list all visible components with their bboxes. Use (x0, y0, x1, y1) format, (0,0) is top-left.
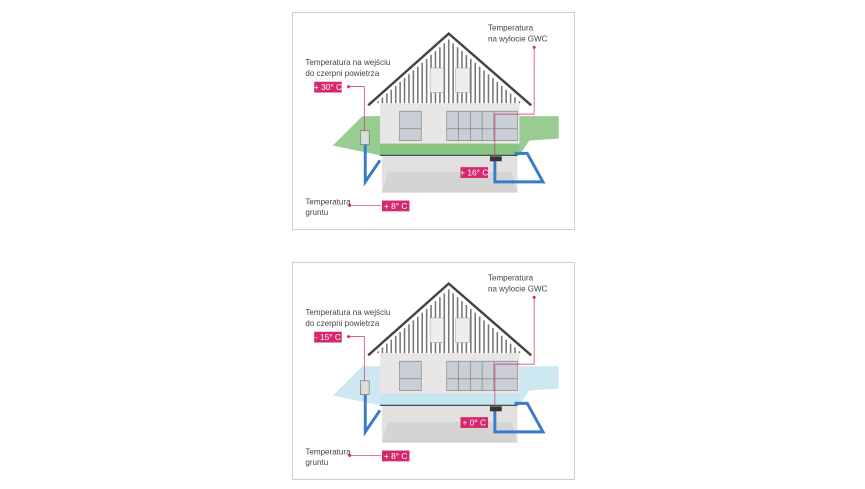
ground-label: Temperatura (305, 447, 351, 456)
gwc-unit (489, 406, 502, 412)
house (367, 31, 532, 156)
ground-temp: + 8° C (384, 201, 407, 211)
inlet-label-2: do czerpni powietrza (305, 319, 379, 328)
air-intake (360, 380, 370, 395)
inlet-temp: - 15° C (315, 332, 341, 342)
ground-pipe (360, 130, 546, 187)
attic-window (429, 67, 445, 93)
ground-temp-badge (381, 450, 410, 462)
inlet-label-2: do czerpni powietrza (305, 69, 379, 78)
winter-diagram-panel: Temperatura na wejściu do czerpni powiet… (292, 262, 575, 480)
summer-diagram-panel: Temperatura na wejściu do czerpni powiet… (292, 12, 575, 230)
inlet-label: Temperatura na wejściu (305, 58, 390, 67)
outlet-temp-badge (460, 167, 488, 178)
ground-label: Temperatura (305, 197, 351, 206)
gwc-unit (489, 156, 502, 162)
outlet-label-2: na wylocie GWC (488, 284, 548, 293)
outlet-temp-badge (460, 417, 488, 428)
leader-lines (347, 295, 536, 457)
inlet-temp: + 30° C (314, 82, 342, 92)
outlet-label-2: na wylocie GWC (488, 34, 548, 43)
ground-label-2: gruntu (305, 208, 328, 217)
attic-window (455, 317, 470, 343)
air-intake (360, 130, 370, 145)
ground-temp-badge (381, 200, 410, 212)
inlet-temp-badge (314, 331, 342, 343)
leader-lines (347, 45, 536, 207)
ground-label-2: gruntu (305, 458, 328, 467)
outlet-temp: + 16° C (460, 167, 488, 177)
inlet-temp-badge (314, 81, 342, 93)
window (399, 110, 422, 141)
attic-window (455, 67, 470, 93)
outlet-label: Temperatura (488, 274, 534, 283)
ground-pipe (360, 380, 546, 437)
ground-heat-exchanger-diagram: Temperatura na wejściu do czerpni powiet… (305, 24, 559, 217)
window (399, 360, 422, 391)
ground-heat-exchanger-diagram: Temperatura na wejściu do czerpni powiet… (305, 274, 559, 467)
attic-window (429, 317, 445, 343)
inlet-label: Temperatura na wejściu (305, 308, 390, 317)
roof-gable (374, 286, 524, 354)
ground-temp: + 8° C (384, 451, 407, 461)
house (367, 281, 532, 406)
roof-gable (374, 36, 524, 104)
outlet-label: Temperatura (488, 24, 534, 33)
outlet-temp: + 0° C (463, 417, 486, 427)
